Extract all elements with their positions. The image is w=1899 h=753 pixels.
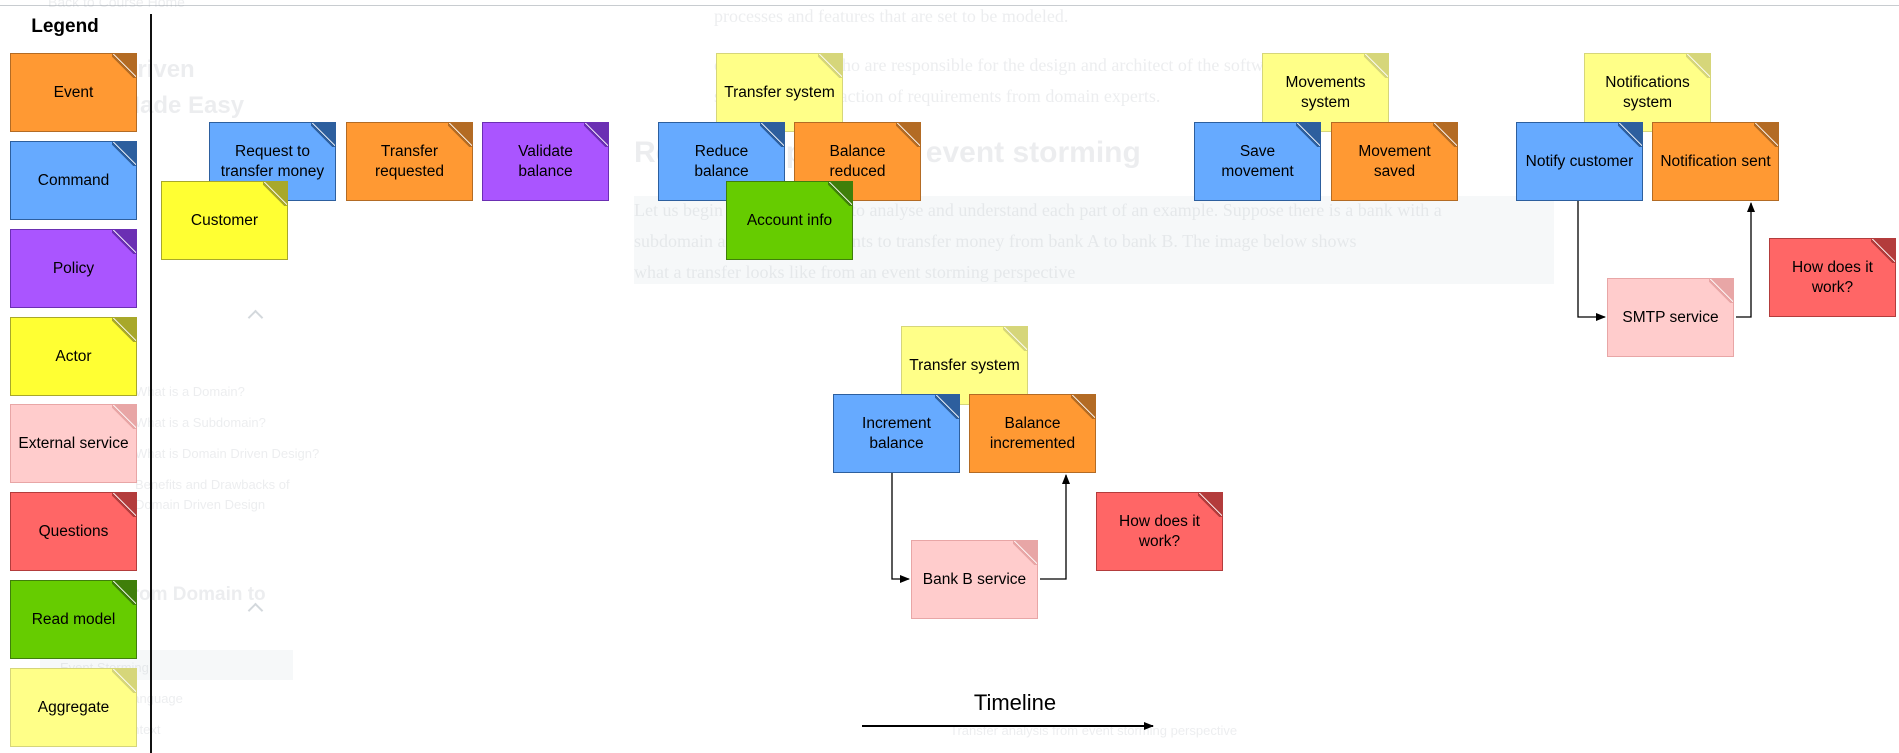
note-question-bank-b: How does it work? [1096, 492, 1223, 571]
arrow-bank-b-to-incremented [1040, 474, 1070, 580]
toc-section: From Domain to [120, 584, 266, 605]
note-movements-system: Movements system [1262, 53, 1389, 132]
note-notify-customer: Notify customer [1516, 122, 1643, 201]
collapse-chevron-icon [247, 309, 264, 326]
note-save-movement: Save movement [1194, 122, 1321, 201]
legend-title: Legend [31, 16, 99, 37]
toc-item: What is Domain Driven Design? [135, 446, 320, 461]
legend-event: Event [10, 53, 137, 132]
note-notifications-system: Notifications system [1584, 53, 1711, 132]
note-increment-balance: Increment balance [833, 394, 960, 473]
figure-caption: Transfer analysis from event storming pe… [950, 723, 1238, 738]
legend-read-model: Read model [10, 580, 137, 659]
arrow-increment-to-bank-b [891, 473, 910, 583]
arrow-smtp-to-sent [1736, 202, 1755, 318]
note-smtp-service: SMTP service [1607, 278, 1734, 357]
note-transfer-requested: Transfer requested [346, 122, 473, 201]
article-line: experts: People who are responsible for … [714, 55, 1291, 75]
toc-item: What is a Domain? [135, 384, 245, 399]
article-paragraph: what a transfer looks like from an event… [634, 262, 1076, 282]
note-bank-b-service: Bank B service [911, 540, 1038, 619]
note-movement-saved: Movement saved [1331, 122, 1458, 201]
note-balance-incremented: Balance incremented [969, 394, 1096, 473]
back-link: Back to Course Home [48, 0, 185, 10]
note-account-info: Account info [726, 181, 853, 260]
note-validate-balance: Validate balance [482, 122, 609, 201]
legend-command: Command [10, 141, 137, 220]
legend-actor: Actor [10, 317, 137, 396]
note-reduce-balance: Reduce balance [658, 122, 785, 201]
article-line: processes and features that are set to b… [714, 6, 1069, 26]
toc-item: What is a Subdomain? [135, 415, 266, 430]
note-transfer-system: Transfer system [716, 53, 843, 132]
note-customer: Customer [161, 181, 288, 260]
legend-questions: Questions [10, 492, 137, 571]
toc-item: Domain Driven Design [135, 497, 266, 512]
legend-divider [150, 14, 152, 753]
side-title-2: Made Easy [120, 92, 245, 119]
top-border [0, 5, 1899, 6]
legend-policy: Policy [10, 229, 137, 308]
note-notification-sent: Notification sent [1652, 122, 1779, 201]
note-question-smtp: How does it work? [1769, 238, 1896, 317]
legend-aggregate: Aggregate [10, 668, 137, 747]
timeline-label: Timeline [973, 690, 1057, 715]
note-transfer-system-b: Transfer system [901, 326, 1028, 405]
arrow-notify-to-smtp [1577, 201, 1606, 321]
legend-external-service: External service [10, 404, 137, 483]
toc-item: Benefits and Drawbacks of [135, 477, 290, 492]
